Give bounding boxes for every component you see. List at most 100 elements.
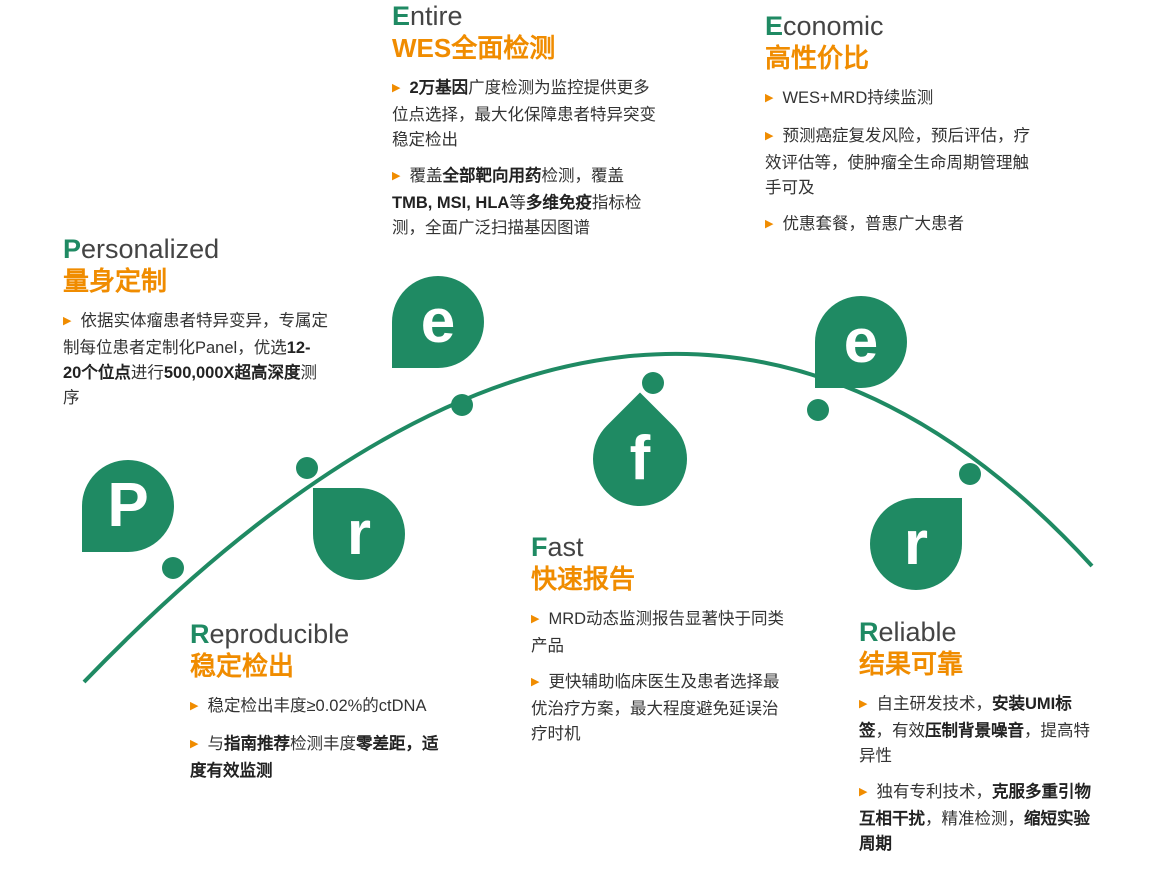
bullet-item: ▶独有专利技术，克服多重引物互相干扰，精准检测，缩短实验周期 bbox=[859, 780, 1099, 857]
bullet-text: 更快辅助临床医生及患者选择最优治疗方案，最大程度避免延误治疗时机 bbox=[531, 672, 780, 743]
bullet-text-bold: 零差距，适度有效监测 bbox=[190, 734, 439, 780]
arc-dot bbox=[807, 399, 829, 421]
bullet-text: 测序 bbox=[63, 363, 318, 407]
triangle-bullet-icon: ▶ bbox=[531, 612, 540, 625]
bullet-item: ▶ 稳定检出丰度≥0.02%的ctDNA bbox=[190, 694, 450, 721]
bullet-text-bold: 全部靶向用药 bbox=[442, 166, 542, 185]
bullet-text-bold: 500,000X超高深度 bbox=[163, 363, 301, 382]
title-initial: E bbox=[392, 1, 411, 31]
bullet-text-bold: 克服多重引物互相干扰 bbox=[859, 782, 1091, 828]
arc-dot bbox=[959, 463, 981, 485]
bullet-list: ▶ 自主研发技术，安装UMI标签，有效压制背景噪音，提高特异性 ▶独有专利技术，克服… bbox=[859, 692, 1099, 857]
title-rest: conomic bbox=[783, 11, 884, 41]
bullet-item: ▶ 优惠套餐，普惠广大患者 bbox=[765, 212, 1040, 239]
section-title-en: Reproducible bbox=[190, 619, 450, 650]
bullet-text: 进行 bbox=[130, 363, 164, 382]
bullet-text-bold: 缩短实验周期 bbox=[859, 809, 1090, 853]
bullet-item: ▶预测癌症复发风险，预后评估，疗效评估等，使肿瘤全生命周期管理触手可及 bbox=[765, 124, 1040, 201]
pin-p-icon: P bbox=[82, 460, 174, 552]
bullet-text: 广度检测为监控提供更多位点选择，最大化保障患者特异突变稳定检出 bbox=[392, 78, 656, 149]
bullet-item: ▶MRD动态监测报告显著快于同类产品 bbox=[531, 607, 786, 659]
pin-e1-icon: e bbox=[392, 276, 484, 368]
bullet-item: ▶覆盖全部靶向用药检测，覆盖TMB, MSI, HLA等多维免疫指标检测，全面广… bbox=[392, 164, 662, 241]
bullet-text: 检测丰度 bbox=[289, 734, 356, 753]
bullet-item: ▶依据实体瘤患者特异变异，专属定制每位患者定制化Panel，优选12-20个位点… bbox=[63, 309, 328, 411]
bullet-text: 独有专利技术， bbox=[876, 782, 992, 801]
section-title-en: Economic bbox=[765, 11, 1040, 42]
section-title-cn: 稳定检出 bbox=[190, 650, 295, 681]
bullet-text: 覆盖 bbox=[409, 166, 443, 185]
bullet-text: 自主研发技术， bbox=[876, 694, 992, 713]
section-title-cn: WES全面检测 bbox=[392, 32, 556, 63]
pin-r1-icon: r bbox=[313, 488, 405, 580]
title-initial: P bbox=[63, 234, 82, 264]
pin-letter: r bbox=[346, 499, 372, 568]
bullet-text-bold: 安装UMI标签 bbox=[859, 694, 1072, 740]
bullet-list: ▶WES+MRD持续监测▶预测癌症复发风险，预后评估，疗效评估等，使肿瘤全生命周… bbox=[765, 86, 1040, 239]
pin-letter: e bbox=[843, 307, 879, 376]
bullet-text: 稳定检出丰度≥0.02%的ctDNA bbox=[207, 696, 427, 715]
bullet-text-bold: 压制背景噪音 bbox=[925, 721, 1024, 740]
title-rest: ast bbox=[547, 532, 584, 562]
triangle-bullet-icon: ▶ bbox=[765, 129, 774, 142]
pin-letter: f bbox=[629, 424, 651, 493]
triangle-bullet-icon: ▶ bbox=[392, 81, 401, 94]
triangle-bullet-icon: ▶ bbox=[392, 169, 401, 182]
bullet-text-bold: 12-20个位点 bbox=[63, 338, 311, 382]
bullet-text: 依据实体瘤患者特异变异，专属定制每位患者定制化Panel，优选 bbox=[63, 311, 328, 357]
bullet-text-bold: 多维免疫 bbox=[525, 193, 592, 212]
triangle-bullet-icon: ▶ bbox=[859, 697, 868, 710]
bullet-text: ，精准检测， bbox=[925, 809, 1024, 828]
arc-line bbox=[82, 352, 1094, 684]
bullet-text-bold: TMB, MSI, HLA bbox=[392, 193, 510, 212]
bullet-list: ▶依据实体瘤患者特异变异，专属定制每位患者定制化Panel，优选12-20个位点… bbox=[63, 309, 328, 411]
bullet-text: ，提高特异性 bbox=[859, 721, 1090, 765]
triangle-bullet-icon: ▶ bbox=[531, 675, 540, 688]
title-initial: R bbox=[859, 617, 879, 647]
section-title-en: Fast bbox=[531, 532, 786, 563]
bullet-item: ▶WES+MRD持续监测 bbox=[765, 86, 1040, 113]
bullet-list: ▶MRD动态监测报告显著快于同类产品▶更快辅助临床医生及患者选择最优治疗方案，最… bbox=[531, 607, 786, 747]
triangle-bullet-icon: ▶ bbox=[765, 217, 774, 230]
section-title-en: Personalized bbox=[63, 234, 328, 265]
bullet-text: 预测癌症复发风险，预后评估，疗效评估等，使肿瘤全生命周期管理触手可及 bbox=[765, 126, 1030, 197]
bullet-text: ，有效 bbox=[875, 721, 926, 740]
title-initial: F bbox=[531, 532, 548, 562]
bullet-text: WES+MRD持续监测 bbox=[782, 88, 934, 107]
bullet-item: ▶更快辅助临床医生及患者选择最优治疗方案，最大程度避免延误治疗时机 bbox=[531, 670, 786, 747]
title-initial: R bbox=[190, 619, 210, 649]
bullet-text-bold: 2万基因 bbox=[409, 78, 469, 97]
bullet-list: ▶稳定检出丰度≥0.02%的ctDNA▶与指南推荐检测丰度零差距，适度有效监测 bbox=[190, 694, 450, 784]
arc-dot bbox=[451, 394, 473, 416]
title-rest: eliable bbox=[878, 617, 957, 647]
section-title-cn: 高性价比 bbox=[765, 42, 870, 73]
triangle-bullet-icon: ▶ bbox=[190, 737, 199, 750]
arc-dot bbox=[642, 372, 664, 394]
triangle-bullet-icon: ▶ bbox=[63, 314, 72, 327]
title-rest: ersonalized bbox=[81, 234, 220, 264]
pin-letter: P bbox=[107, 471, 149, 540]
bullet-item: ▶与指南推荐检测丰度零差距，适度有效监测 bbox=[190, 732, 450, 784]
triangle-bullet-icon: ▶ bbox=[190, 699, 199, 712]
pin-f-icon: f bbox=[573, 392, 707, 526]
bullet-text: MRD动态监测报告显著快于同类产品 bbox=[531, 609, 785, 655]
title-rest: eproducible bbox=[209, 619, 350, 649]
section-title-en: Reliable bbox=[859, 617, 1099, 648]
bullet-text: 优惠套餐，普惠广大患者 bbox=[782, 214, 964, 233]
bullet-item: ▶ 2万基因广度检测为监控提供更多位点选择，最大化保障患者特异突变稳定检出 bbox=[392, 76, 662, 153]
pin-r2-icon: r bbox=[870, 498, 962, 590]
bullet-text: 检测，覆盖 bbox=[541, 166, 624, 185]
bullet-text: 等 bbox=[509, 193, 526, 212]
section-title-cn: 结果可靠 bbox=[859, 648, 964, 679]
bullet-text: 与 bbox=[207, 734, 224, 753]
bullet-list: ▶2万基因广度检测为监控提供更多位点选择，最大化保障患者特异突变稳定检出▶覆盖全… bbox=[392, 76, 662, 241]
title-initial: E bbox=[765, 11, 784, 41]
title-rest: ntire bbox=[410, 1, 463, 31]
